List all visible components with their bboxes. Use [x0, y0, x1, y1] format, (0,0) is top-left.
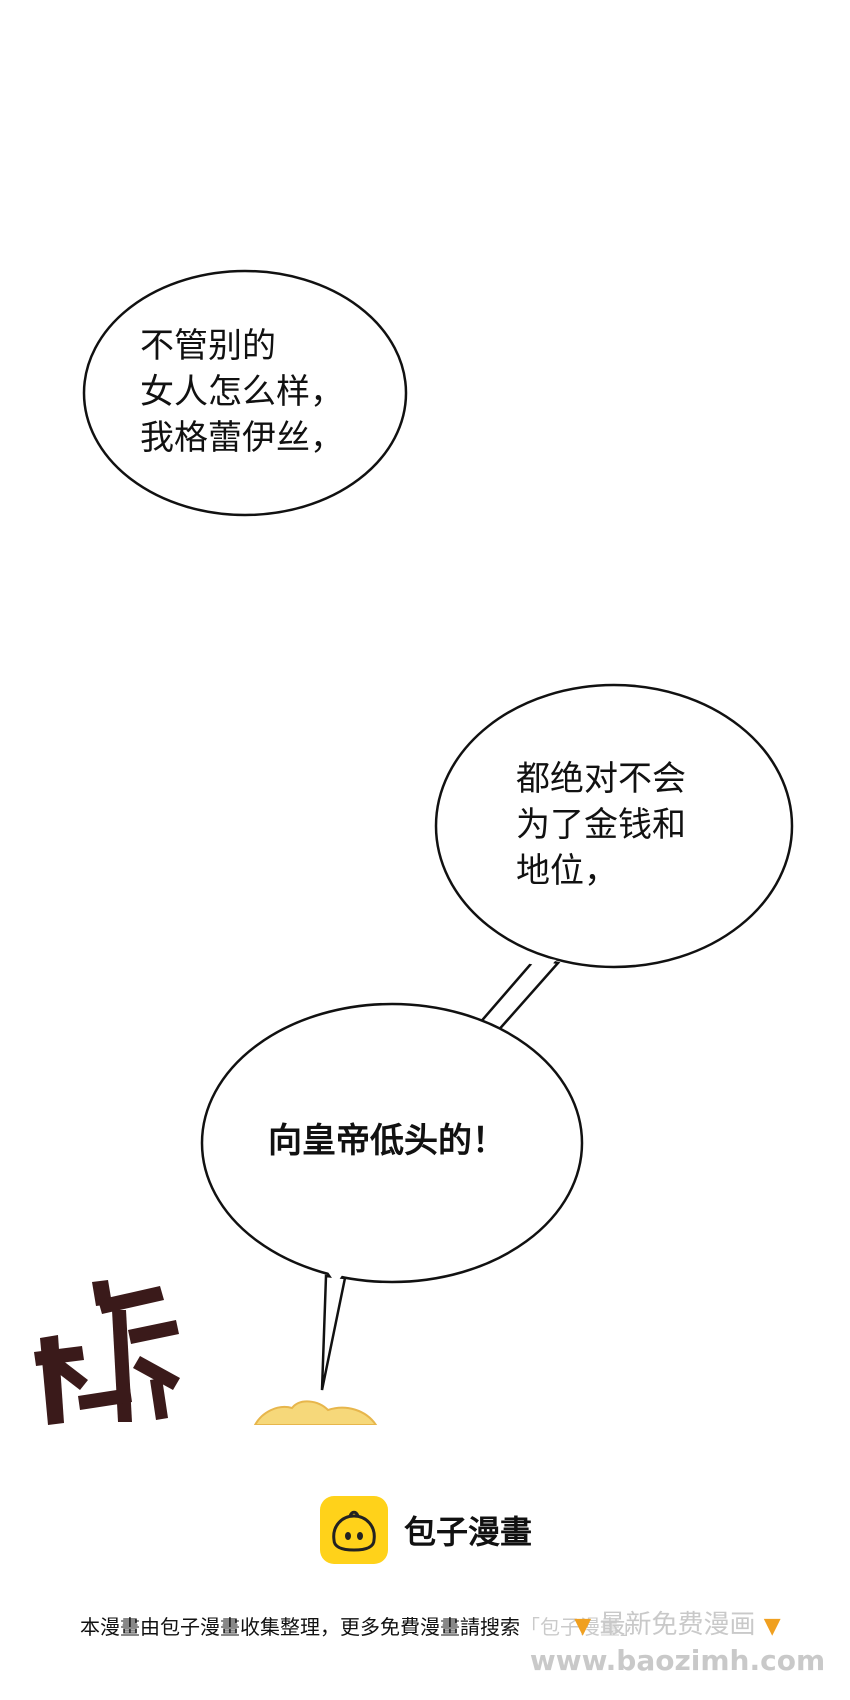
- brand-lockup[interactable]: 包子漫畫: [320, 1495, 532, 1565]
- speech-bubble-2-text: 都绝对不会 为了金钱和 地位，: [516, 756, 686, 894]
- brand-name: 包子漫畫: [404, 1513, 533, 1551]
- speech-bubble-3: [200, 1002, 584, 1284]
- bubble-line: 女人怎么样，: [140, 372, 344, 412]
- site-watermark[interactable]: ▼ 最新免费漫画 ▼ www.baozimh.com: [525, 1600, 830, 1688]
- bubble-line: 向皇帝低头的！: [268, 1121, 506, 1161]
- speech-bubble-2: [434, 683, 794, 969]
- bubble-connector-tail: [475, 956, 561, 1035]
- speech-bubble-3-tail: [320, 1274, 347, 1391]
- pointing-hand-icon: ▼: [763, 1614, 781, 1639]
- bubble-line: 我格蕾伊丝，: [140, 418, 344, 458]
- speech-bubble-3-text: 向皇帝低头的！: [268, 1118, 506, 1164]
- comic-panel-art: [34, 269, 794, 1425]
- bubble-line: 为了金钱和: [516, 805, 686, 845]
- bun-logo-icon: [320, 1496, 388, 1564]
- sound-effect-art: [34, 1280, 180, 1425]
- pointing-hand-icon: ▼: [574, 1614, 592, 1639]
- speech-bubble-1-text: 不管别的 女人怎么样， 我格蕾伊丝，: [140, 323, 344, 461]
- speech-bubble-1: [82, 269, 408, 517]
- bubble-line: 地位，: [516, 851, 618, 891]
- bubble-line: 不管别的: [140, 326, 276, 366]
- watermark-tagline-text: 最新免费漫画: [599, 1610, 756, 1640]
- character-hair-art: [253, 1400, 378, 1425]
- credit-footer: 包子漫畫 本漫畫由包子漫畫收集整理，更多免費漫畫請搜索「包子漫畫」 ▼ 最新免费…: [0, 1425, 850, 1700]
- watermark-tagline: ▼ 最新免费漫画 ▼: [525, 1604, 830, 1641]
- watermark-url: www.baozimh.com: [529, 1644, 826, 1677]
- bubble-line: 都绝对不会: [516, 759, 686, 799]
